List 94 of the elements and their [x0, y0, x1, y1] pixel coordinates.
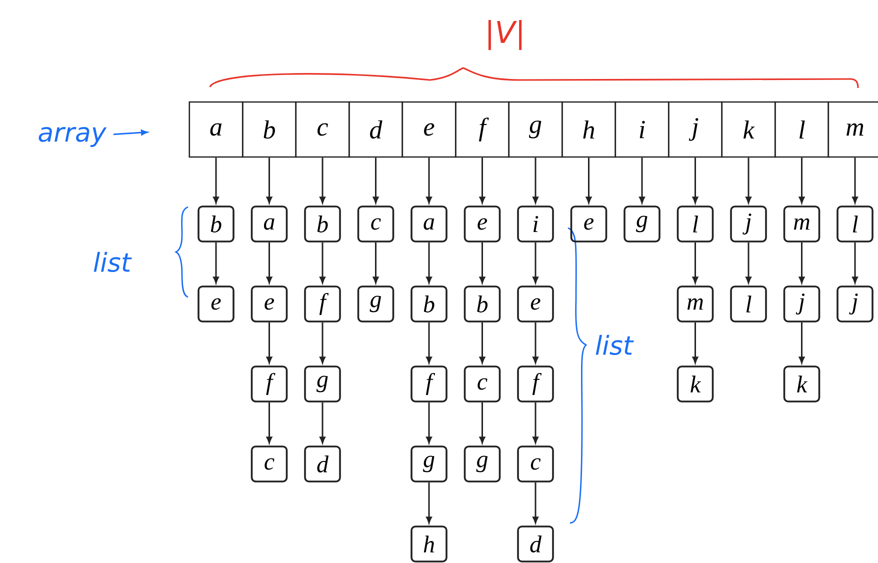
arrow: [479, 322, 486, 364]
array-cell: j: [668, 101, 723, 158]
arrow: [213, 242, 219, 284]
handwritten-label: list: [94, 252, 132, 272]
arrow: [746, 242, 752, 284]
list-node-box: e: [250, 286, 288, 322]
list-node-box: b: [410, 286, 448, 322]
arrow: [532, 242, 538, 284]
array-cell: d: [348, 101, 404, 158]
handwritten-label: list: [596, 334, 634, 356]
arrow: [320, 322, 326, 364]
arrow: [426, 482, 432, 524]
arrow: [320, 242, 326, 284]
arrow: [372, 242, 379, 284]
handwritten-label: array: [38, 127, 107, 147]
arrow: [692, 158, 698, 204]
list-node-box: l: [730, 286, 767, 322]
arrow: [320, 158, 326, 204]
arrow: [426, 158, 432, 204]
arrow: [852, 158, 858, 204]
arrow: [213, 158, 219, 204]
array-cell: m: [828, 101, 878, 158]
list-node-box: m: [783, 206, 820, 242]
arrow: [798, 242, 805, 284]
array-cell: h: [561, 101, 616, 158]
array-cell: k: [721, 101, 776, 158]
array-cell: f: [454, 101, 510, 158]
list-node-box: g: [357, 286, 394, 322]
list-node-box: b: [464, 286, 501, 322]
arrow: [266, 242, 272, 284]
list-node-box: f: [250, 366, 288, 402]
list-node-box: i: [517, 206, 554, 242]
list-node-box: j: [783, 286, 820, 322]
list-node-box: m: [676, 286, 714, 322]
arrow: [372, 158, 379, 204]
pointer-arrow: [113, 130, 148, 136]
list-node-box: b: [304, 206, 341, 242]
arrow: [266, 322, 272, 364]
list-node-box: j: [836, 286, 874, 322]
list-node-box: g: [410, 446, 448, 482]
array-cell: g: [508, 101, 563, 158]
list-node-box: f: [517, 366, 554, 402]
arrow: [798, 158, 805, 204]
list-node-box: l: [676, 206, 714, 242]
array-cell: a: [188, 101, 244, 158]
list-node-box: e: [198, 286, 234, 322]
list-node-box: e: [570, 206, 608, 242]
list-node-box: a: [250, 206, 288, 242]
arrow: [692, 242, 698, 284]
list-node-box: e: [517, 286, 554, 322]
list-node-box: j: [730, 206, 767, 242]
arrow: [320, 402, 326, 444]
arrow: [639, 158, 645, 204]
list-node-box: c: [517, 446, 554, 482]
arrow: [532, 322, 538, 364]
arrow: [426, 322, 432, 364]
list-node-box: c: [357, 206, 394, 242]
arrow: [586, 158, 592, 204]
list-node-box: k: [783, 366, 820, 402]
array-cell: l: [774, 101, 830, 158]
array-cell: i: [614, 101, 670, 158]
arrow: [266, 158, 272, 204]
arrow: [266, 402, 272, 444]
arrow: [692, 322, 698, 364]
arrow: [852, 242, 858, 284]
arrow: [532, 158, 538, 204]
list-node-box: d: [304, 446, 341, 482]
list-node-box: b: [198, 206, 234, 242]
list-node-box: a: [410, 206, 448, 242]
array-cell: b: [242, 101, 297, 158]
set-size-label: |V|: [488, 20, 522, 50]
list-node-box: f: [410, 366, 448, 402]
list-node-box: f: [304, 286, 341, 322]
list-node-box: g: [624, 206, 660, 242]
list-node-box: k: [676, 366, 714, 402]
list-node-box: e: [464, 206, 501, 242]
list-node-box: l: [836, 206, 874, 242]
list-node-box: c: [250, 446, 288, 482]
arrow: [746, 158, 752, 204]
arrow: [479, 158, 486, 204]
list-node-box: c: [464, 366, 501, 402]
arrow: [532, 402, 538, 444]
arrow: [426, 402, 432, 444]
list-node-box: h: [410, 526, 448, 562]
arrow: [479, 242, 486, 284]
arrow: [532, 482, 538, 524]
arrow: [426, 242, 432, 284]
arrow: [479, 402, 486, 444]
array-cell: e: [402, 101, 456, 158]
arrow: [798, 322, 805, 364]
list-node-box: g: [304, 366, 341, 402]
array-cell: c: [295, 101, 350, 158]
list-node-box: g: [464, 446, 501, 482]
list-node-box: d: [517, 526, 554, 562]
